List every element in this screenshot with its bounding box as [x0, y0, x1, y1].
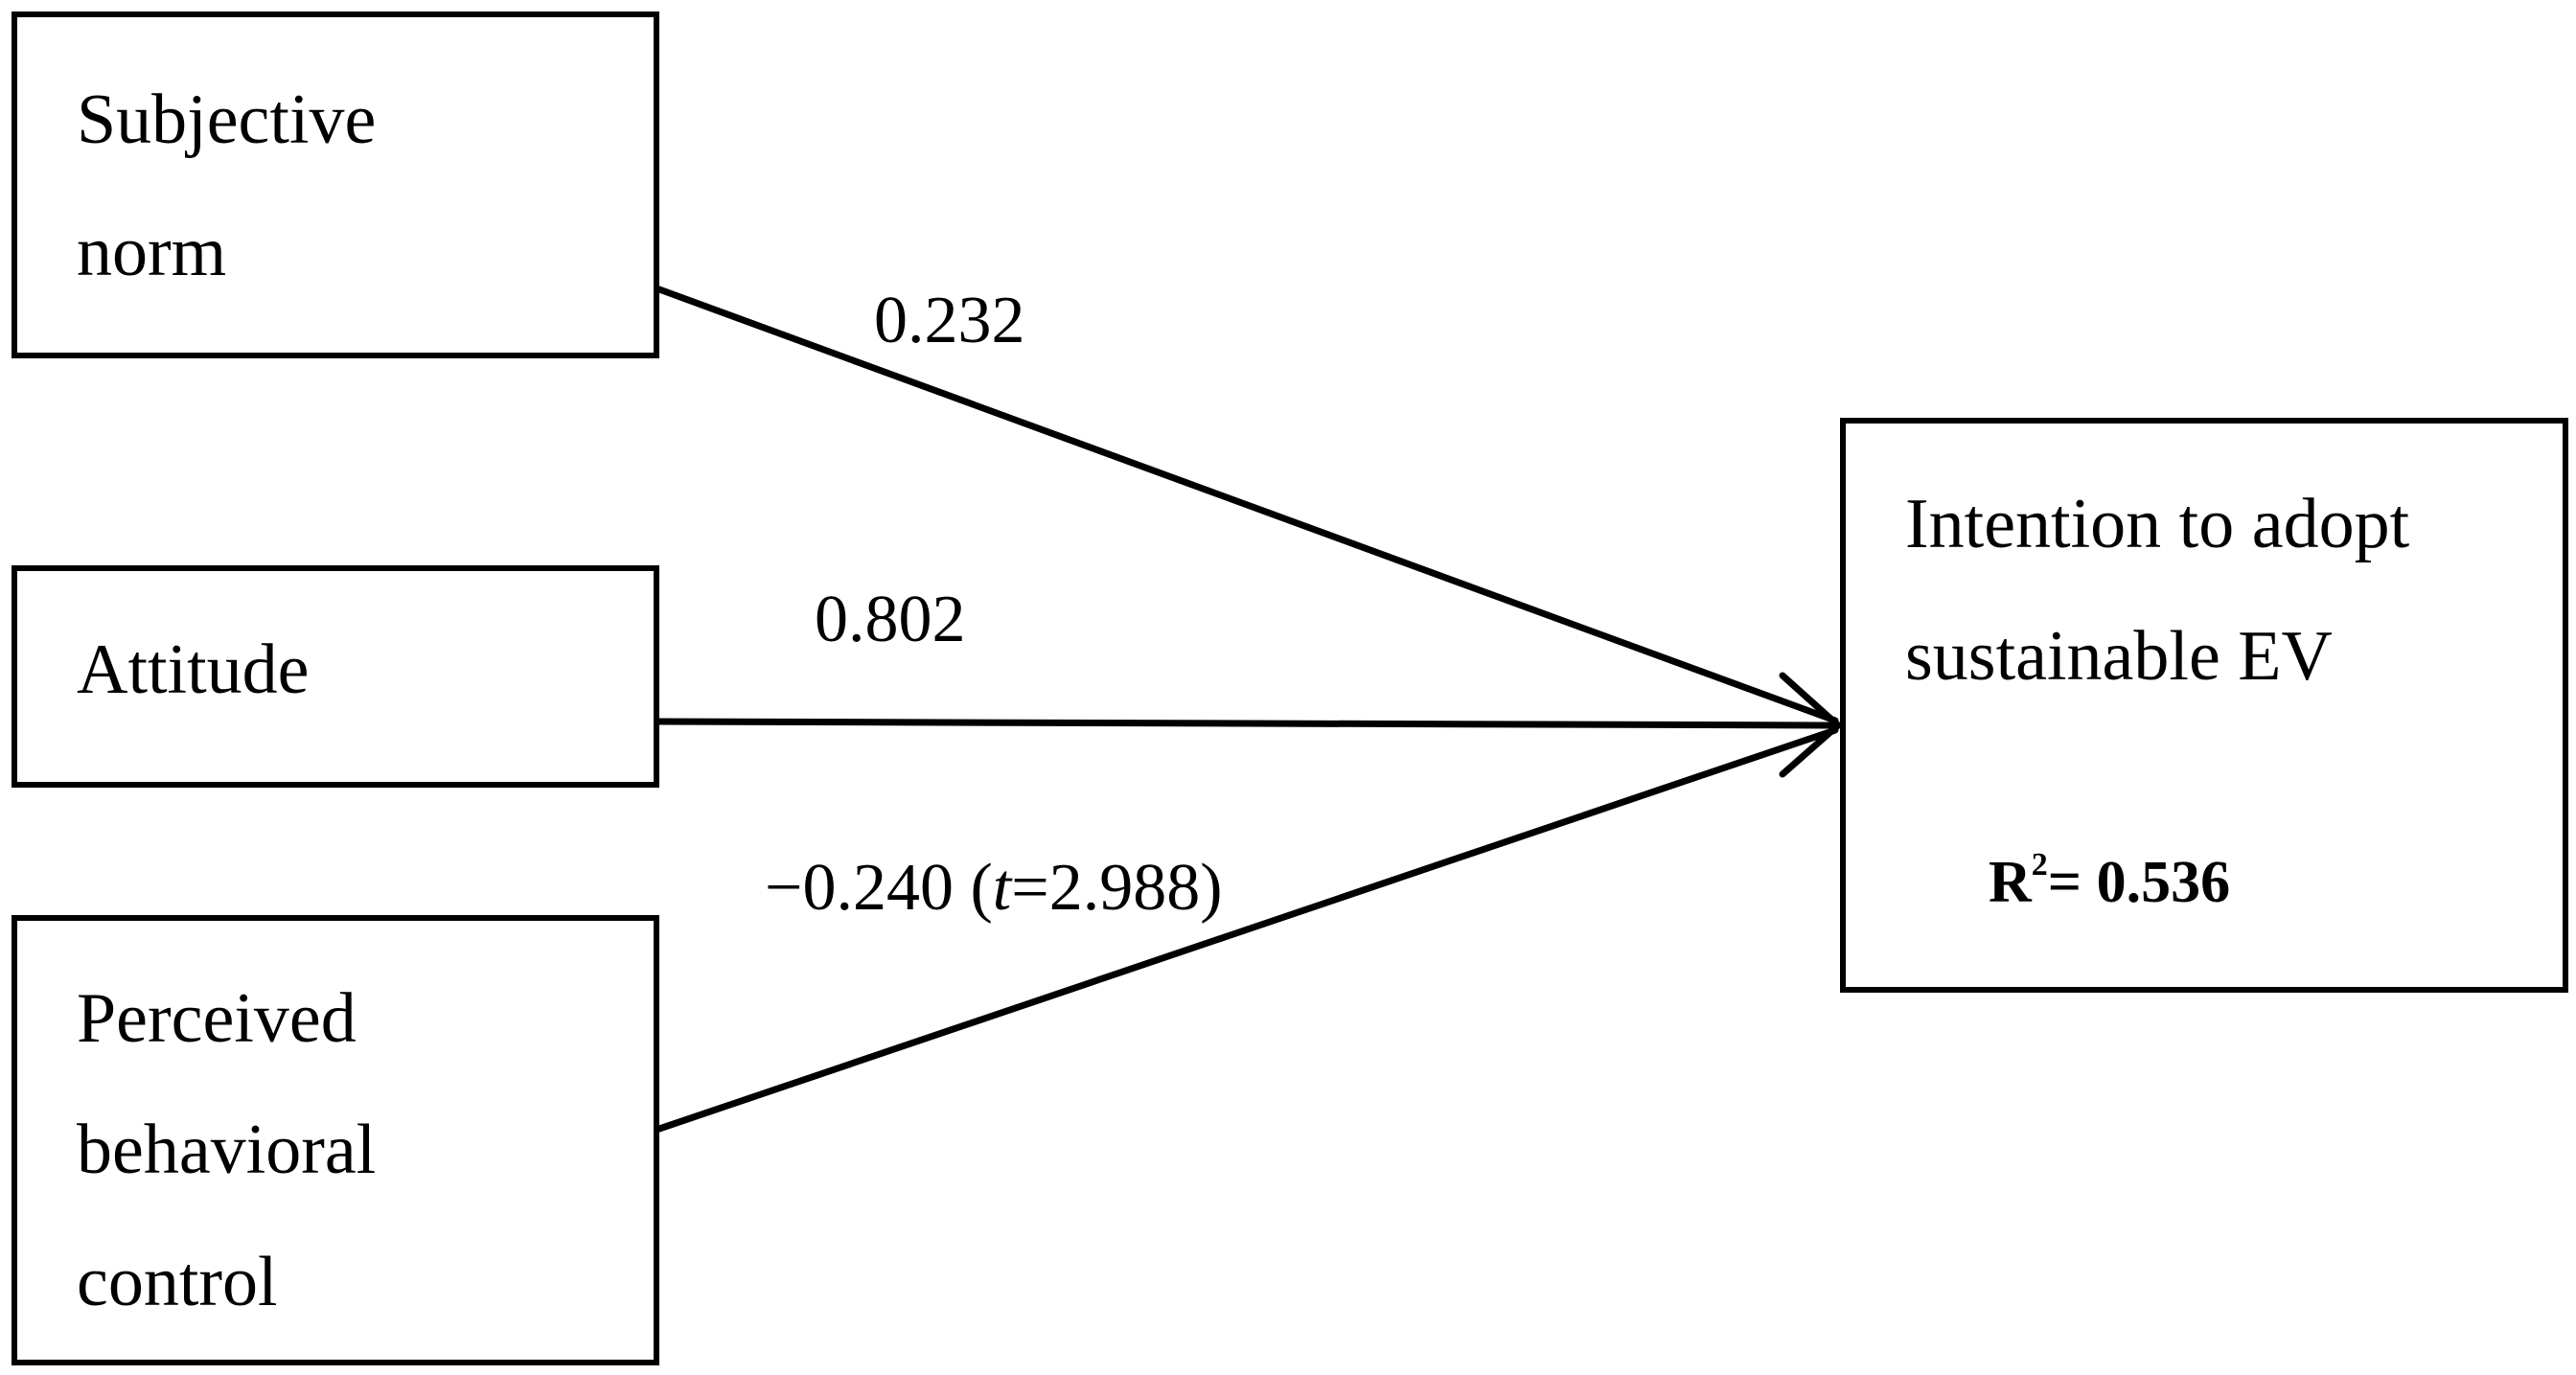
node-pbc-line-3: control — [77, 1243, 278, 1321]
node-attitude-line-1: Attitude — [77, 630, 310, 709]
coef-attitude: 0.802 — [815, 583, 966, 656]
node-intention — [1840, 418, 2568, 993]
r-squared-superscript: 2 — [2031, 847, 2048, 882]
coef-pbc-t-value: =2.988) — [1011, 851, 1223, 925]
arrow-subjective-norm — [656, 286, 1839, 724]
node-pbc — [12, 915, 659, 1365]
node-subjective-norm-line-2: norm — [77, 213, 227, 291]
coef-pbc: −0.240 (t=2.988) — [765, 855, 1223, 922]
arrowhead — [1779, 672, 1844, 778]
coef-pbc-value: −0.240 ( — [765, 851, 993, 925]
r-squared-symbol: R — [1989, 850, 2032, 915]
node-subjective-norm-line-1: Subjective — [77, 80, 377, 159]
node-intention-line-1: Intention to adopt — [1905, 485, 2410, 563]
arrow-attitude — [656, 718, 1839, 729]
arrow-pbc — [656, 726, 1839, 1133]
node-intention-line-2: sustainable EV — [1905, 617, 2333, 696]
coef-subjective-norm: 0.232 — [874, 284, 1025, 357]
r-squared-label: R2= 0.536 — [1989, 849, 2231, 915]
node-subjective-norm — [12, 11, 659, 358]
coef-pbc-t-symbol: t — [992, 851, 1012, 925]
node-pbc-line-2: behavioral — [77, 1111, 377, 1189]
node-pbc-line-1: Perceived — [77, 979, 356, 1058]
r-squared-value: = 0.536 — [2047, 850, 2231, 915]
node-attitude — [12, 565, 659, 788]
